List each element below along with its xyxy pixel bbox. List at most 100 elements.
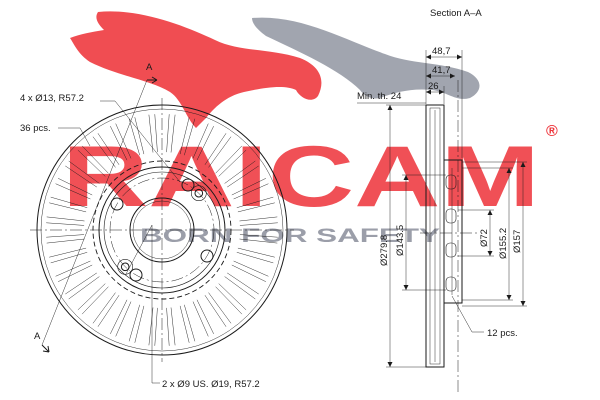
dim-line-hat-height-arrow bbox=[426, 73, 431, 79]
ventilation-vane bbox=[227, 272, 259, 295]
ventilation-vane bbox=[231, 264, 266, 282]
dim-line-overall-height-arrow bbox=[457, 54, 462, 60]
dim-hat-inner: Ø155.2 bbox=[498, 228, 509, 259]
ventilation-vane bbox=[134, 305, 145, 343]
dim-hat-outer: Ø143.5 bbox=[395, 225, 406, 256]
ventilation-vane bbox=[239, 238, 278, 244]
dim-line-hat-inner-arrow bbox=[506, 168, 512, 173]
ventilation-vane bbox=[239, 234, 278, 238]
section-arrowhead-top bbox=[151, 76, 158, 84]
ventilation-vane bbox=[115, 301, 132, 337]
ventilation-vane bbox=[46, 238, 85, 244]
screw-hole-counterbore bbox=[117, 258, 133, 275]
ventilation-vane bbox=[110, 299, 128, 334]
ventilation-vane bbox=[128, 304, 140, 342]
ventilation-vane bbox=[184, 304, 196, 342]
ventilation-vane bbox=[49, 247, 87, 258]
ventilation-vane bbox=[208, 292, 232, 324]
dim-line-hat-step-arrow bbox=[520, 301, 526, 306]
screw-hole bbox=[120, 262, 130, 272]
dim-line-hat-height-arrow bbox=[450, 73, 455, 79]
bolt-hole bbox=[129, 268, 143, 282]
dim-line-outer-diameter-arrow bbox=[387, 105, 393, 110]
dim-line-hat-inner-arrow bbox=[506, 295, 512, 300]
ventilation-vane bbox=[204, 133, 227, 165]
section-title: Section A–A bbox=[430, 8, 482, 19]
ventilation-vane bbox=[50, 196, 88, 208]
brand-tagline: BORN FOR SAFETY bbox=[140, 226, 441, 247]
ventilation-vane bbox=[115, 123, 132, 159]
ventilation-vane bbox=[218, 283, 247, 311]
ventilation-vane bbox=[237, 202, 275, 213]
ventilation-vane bbox=[196, 299, 214, 334]
ventilation-vane bbox=[55, 183, 91, 200]
brand-name: RAICAM bbox=[62, 129, 540, 225]
bolt-hole bbox=[200, 249, 214, 263]
section-vent-cavity bbox=[429, 107, 441, 365]
section-a-a-view bbox=[357, 50, 527, 392]
section-hole bbox=[445, 276, 457, 292]
dim-line-hat-step-arrow bbox=[520, 162, 526, 167]
dim-line-hat-outer-arrow bbox=[403, 285, 409, 290]
dim-line-outer-diameter-arrow bbox=[387, 362, 393, 367]
bolt-holes-callout: 4 x Ø13, R57.2 bbox=[20, 93, 84, 104]
ventilation-vane bbox=[46, 216, 85, 222]
ventilation-vane bbox=[215, 145, 243, 174]
ventilation-vane bbox=[196, 126, 214, 161]
ventilation-vane bbox=[49, 202, 87, 213]
dim-line-center-bore-arrow bbox=[487, 210, 493, 215]
ventilation-vane bbox=[208, 136, 232, 168]
ventilation-vane bbox=[179, 305, 190, 343]
screw-holes-callout: 2 x Ø9 US. Ø19, R57.2 bbox=[162, 379, 260, 390]
dim-outer-diameter: Ø279.8 bbox=[379, 235, 390, 266]
ventilation-vane bbox=[92, 292, 116, 324]
ventilation-vane bbox=[239, 216, 278, 222]
ventilation-vane bbox=[170, 307, 176, 346]
ventilation-vane bbox=[224, 160, 256, 184]
section-holes-leader bbox=[451, 295, 484, 333]
ventilation-vane bbox=[46, 234, 85, 238]
section-hole bbox=[445, 208, 457, 224]
dim-hat-step: Ø157 bbox=[512, 230, 523, 253]
dim-line-thickness-arrow bbox=[439, 89, 444, 95]
screw-hole-counterbore bbox=[191, 185, 207, 201]
ventilation-vane bbox=[224, 276, 256, 300]
ventilation-vane bbox=[231, 178, 266, 196]
screw-hole bbox=[194, 188, 204, 198]
ventilation-vane bbox=[50, 252, 88, 264]
bolt-hole bbox=[110, 197, 124, 211]
ventilation-vane bbox=[218, 149, 247, 177]
bolt-holes-leader bbox=[100, 100, 181, 183]
jaguar-logo-grey bbox=[252, 17, 480, 99]
ventilation-vane bbox=[192, 301, 209, 337]
annotations: Section A–A A A 4 x Ø13, R57.2 36 pcs. 2… bbox=[20, 8, 523, 390]
ventilation-vane bbox=[236, 252, 274, 264]
ventilation-vane bbox=[97, 295, 120, 327]
ventilation-vane bbox=[81, 145, 109, 174]
ventilation-vane bbox=[92, 136, 116, 168]
dim-line-thickness-arrow bbox=[426, 89, 431, 95]
section-hat bbox=[444, 159, 463, 304]
ventilation-vane bbox=[77, 283, 106, 311]
ventilation-vane bbox=[237, 247, 275, 258]
section-cut-line bbox=[41, 79, 148, 346]
ventilation-vane bbox=[170, 114, 176, 153]
disc-front-view bbox=[30, 76, 294, 384]
screw-holes-leader bbox=[125, 224, 160, 384]
ventilation-vane bbox=[154, 114, 158, 153]
section-hole bbox=[445, 242, 457, 258]
ventilation-vane bbox=[68, 276, 100, 300]
ventilation-vane bbox=[65, 272, 97, 295]
bolt-hole bbox=[181, 178, 195, 192]
ventilation-vane bbox=[148, 307, 154, 346]
ventilation-vane bbox=[58, 178, 93, 196]
ventilation-vane bbox=[128, 118, 140, 156]
ventilation-vane bbox=[236, 196, 274, 208]
section-holes-callout: 12 pcs. bbox=[487, 328, 518, 339]
ventilation-vane bbox=[179, 117, 190, 155]
dim-line-center-bore-arrow bbox=[487, 251, 493, 256]
vanes-callout: 36 pcs. bbox=[20, 123, 51, 134]
ventilation-vane bbox=[148, 114, 154, 153]
ventilation-vane bbox=[68, 160, 100, 184]
section-marker-bottom: A bbox=[34, 331, 41, 342]
